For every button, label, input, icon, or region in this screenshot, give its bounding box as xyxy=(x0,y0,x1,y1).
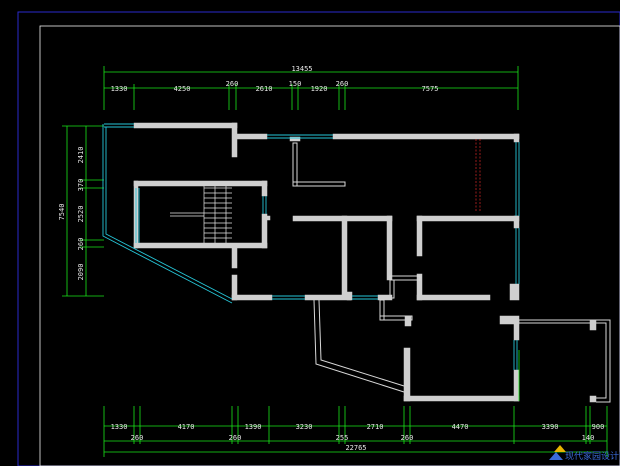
walls xyxy=(133,122,520,402)
top-dim-seg: 260 xyxy=(226,80,239,88)
watermark-text: 现代家园设计网 xyxy=(565,450,620,462)
top-dim-seg: 2610 xyxy=(256,85,273,93)
bottom-dim-seg-inner: 255 xyxy=(336,434,349,442)
railing xyxy=(475,139,481,212)
top-dim-seg: 1920 xyxy=(311,85,328,93)
left-dim-seg: 2090 xyxy=(77,264,85,281)
bottom-dim-total: 22765 xyxy=(345,444,366,452)
bottom-dim-seg-inner: 260 xyxy=(229,434,242,442)
top-dim-seg: 4250 xyxy=(174,85,191,93)
top-dim-seg: 150 xyxy=(289,80,302,88)
bottom-dim-seg: 1390 xyxy=(245,423,262,431)
bottom-dim-seg: 3390 xyxy=(542,423,559,431)
terrace-outline xyxy=(313,299,611,403)
top-dim-seg: 260 xyxy=(336,80,349,88)
left-dim-seg: 260 xyxy=(77,238,85,251)
bottom-dim-seg: 1330 xyxy=(111,423,128,431)
bottom-dimension-chain: 1330 4170 1390 3230 2710 4470 3390 900 2… xyxy=(103,406,608,457)
bottom-dim-seg: 4470 xyxy=(452,423,469,431)
bottom-dim-seg: 4170 xyxy=(178,423,195,431)
left-dim-seg: 2410 xyxy=(77,147,85,164)
left-dim-seg: 2520 xyxy=(77,206,85,223)
staircase xyxy=(170,186,232,243)
bottom-dim-seg: 3230 xyxy=(296,423,313,431)
bottom-dim-seg-inner: 260 xyxy=(401,434,414,442)
top-dim-total: 13455 xyxy=(291,65,312,73)
top-dim-seg: 1330 xyxy=(111,85,128,93)
windows xyxy=(102,123,520,370)
left-dim-total: 7540 xyxy=(58,204,66,221)
left-dimension-chain: 7540 2410 370 2520 260 2090 xyxy=(58,125,104,297)
left-dim-seg: 370 xyxy=(77,179,85,192)
top-dimension-chain: 13455 1330 4250 260 2610 150 1920 260 75… xyxy=(103,65,519,110)
drawing-frame xyxy=(17,11,620,466)
bottom-dim-seg-inner: 260 xyxy=(131,434,144,442)
bottom-dim-seg-inner: 140 xyxy=(582,434,595,442)
bottom-dim-seg: 900 xyxy=(592,423,605,431)
bottom-dim-seg: 2710 xyxy=(367,423,384,431)
watermark: 现代家园设计网 xyxy=(549,445,620,462)
top-dim-seg: 7575 xyxy=(422,85,439,93)
